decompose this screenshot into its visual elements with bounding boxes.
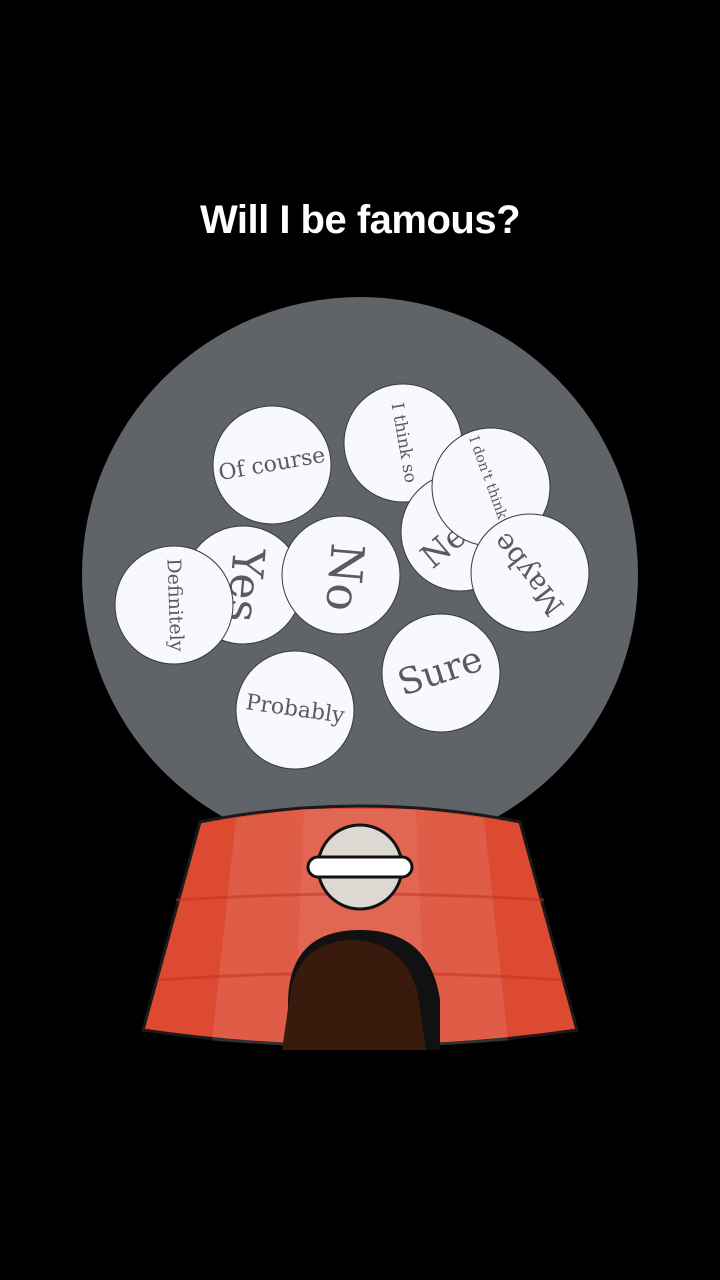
gumball-i-think-so[interactable]: I think so <box>343 383 463 503</box>
gumball-maybe[interactable]: Maybe <box>470 513 590 633</box>
gumball-label: No <box>315 541 375 613</box>
question-title: Will I be famous? <box>199 198 521 242</box>
candy-chute[interactable] <box>282 930 440 1050</box>
gumball-label: Definitely <box>162 558 187 652</box>
gumball-of-course[interactable]: Of course <box>212 405 332 525</box>
gumball-no[interactable]: No <box>281 515 401 635</box>
gumball-sure[interactable]: Sure <box>381 613 501 733</box>
crank-knob[interactable] <box>306 823 414 911</box>
gumball-definitely[interactable]: Definitely <box>114 545 234 665</box>
gumball-probably[interactable]: Probably <box>235 650 355 770</box>
